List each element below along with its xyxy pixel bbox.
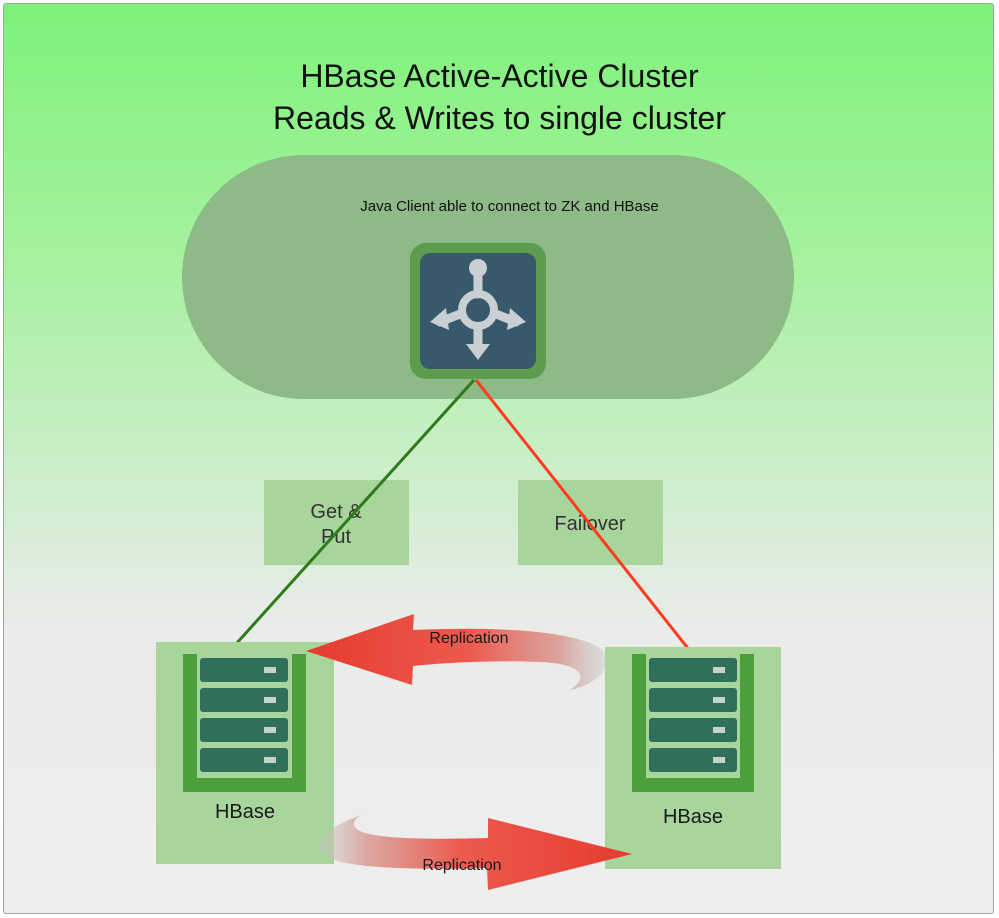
left-hbase-label: HBase <box>215 801 275 823</box>
failover-connection-line <box>474 379 696 657</box>
diagram-subtitle: Reads & Writes to single cluster <box>273 100 726 136</box>
server-rack-icon <box>183 654 306 792</box>
failover-box <box>518 480 663 565</box>
active-connection-line <box>234 378 476 646</box>
replication-arrow-top <box>306 614 607 690</box>
get-put-box <box>264 480 409 565</box>
left-hbase-cluster: HBase <box>156 642 334 864</box>
diagram-title: HBase Active-Active Cluster <box>300 58 699 94</box>
replication-label-top: Replication <box>429 630 508 647</box>
replication-label-bottom: Replication <box>422 857 501 874</box>
server-rack-icon-right <box>632 654 754 792</box>
right-hbase-label: HBase <box>663 806 723 828</box>
router-icon <box>410 243 546 379</box>
replication-arrow-bottom <box>319 815 632 890</box>
right-hbase-cluster: HBase <box>605 647 781 869</box>
client-caption: Java Client able to connect to ZK and HB… <box>360 198 659 215</box>
